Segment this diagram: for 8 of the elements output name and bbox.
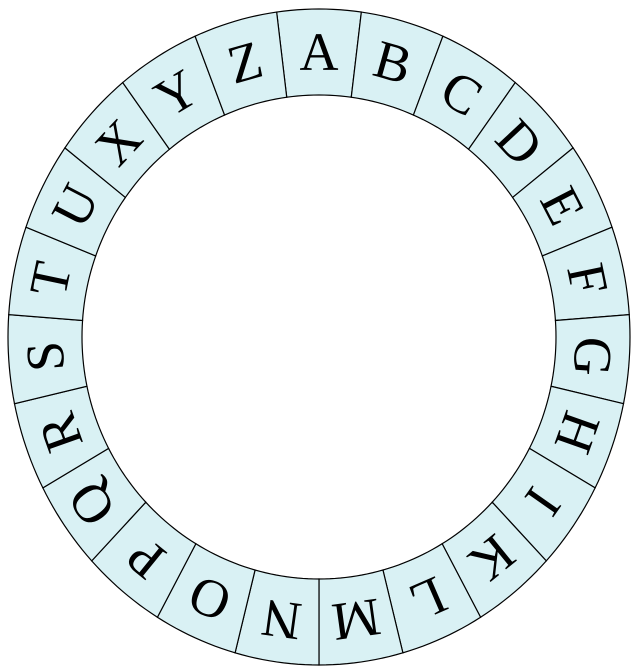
letter-segment: T <box>8 226 96 322</box>
node-label: F <box>567 262 608 290</box>
letter-segment: B <box>350 11 444 116</box>
node-label: G <box>574 339 610 374</box>
node-label: M <box>332 598 381 640</box>
letter-segment: N <box>234 569 320 666</box>
node-label: N <box>261 600 302 640</box>
letter-segment: S <box>7 314 88 404</box>
